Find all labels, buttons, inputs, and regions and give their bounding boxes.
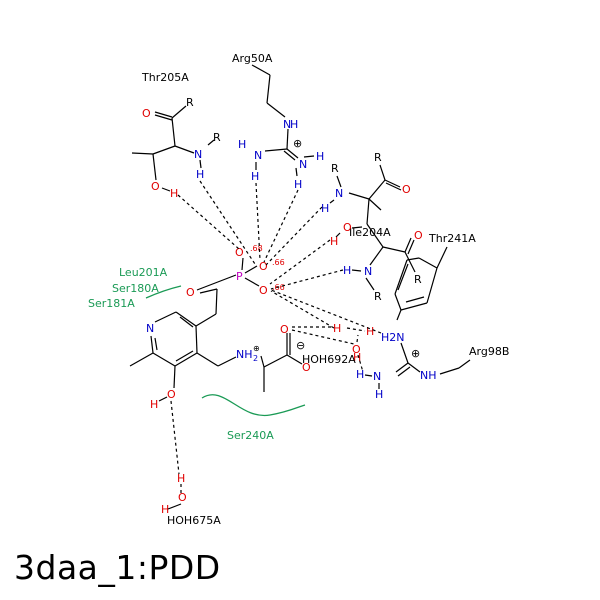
thr205-residue: Thr205A O R N R H O H: [131, 71, 221, 200]
arg50-nh2-h: H: [316, 150, 324, 163]
phosphate-o3: O: [259, 284, 268, 297]
phosphate-ester-o: O: [186, 286, 195, 299]
ligand-nh-plus: ⊕: [253, 344, 260, 353]
thr205-label: Thr205A: [141, 71, 189, 84]
arg50-residue: Arg50A N H ⊕ H N H N H H: [232, 52, 324, 191]
ile204-og-o: O: [343, 221, 352, 234]
ser181-label: Ser181A: [88, 297, 135, 310]
pyridine-n: N: [146, 322, 154, 335]
phosphate-o2-charge: .66: [272, 258, 285, 267]
hoh692-o: O: [352, 343, 361, 356]
hydrophobic-contacts: Leu201A Ser180A Ser181A Ser240A: [88, 266, 306, 442]
pyridine-oh-h: H: [150, 398, 158, 411]
water-675: H O H HOH675A: [161, 472, 221, 527]
hoh692-h3: H: [366, 325, 374, 338]
ser180-label: Ser180A: [112, 282, 159, 295]
thr205-og-h: H: [170, 187, 178, 200]
arg98-nh-n: N: [373, 370, 381, 383]
thr205-r-top: R: [186, 96, 194, 109]
phosphate-o1: O: [235, 246, 244, 259]
hydrogen-bonds: [167, 180, 382, 510]
arg50-nh2-h2: H: [294, 178, 302, 191]
ile204-og-h: H: [330, 235, 338, 248]
ile204-r-n2: R: [374, 290, 382, 303]
thr241-label: Thr241A: [428, 232, 476, 245]
ile204-label: Ile204A: [349, 226, 391, 239]
arg98-nh-h2: H: [375, 388, 383, 401]
arg50-nh2-n: N: [299, 158, 307, 171]
thr205-n: N: [194, 148, 202, 161]
thr205-nh-h: H: [196, 168, 204, 181]
arg98-h2n: H2N: [381, 331, 405, 344]
arg50-ne-n: N: [283, 118, 291, 131]
arg98-label: Arg98B: [469, 345, 509, 358]
ile204-n: N: [335, 187, 343, 200]
ile204-residue: Ile204A R O R N H O H O R N R H: [321, 151, 423, 303]
leu201-label: Leu201A: [119, 266, 168, 279]
ile204-carbonyl-o: O: [402, 183, 411, 196]
carboxyl-o2: O: [302, 361, 311, 374]
pyridine-oh-o: O: [167, 388, 176, 401]
ligand-nh: NH: [236, 348, 253, 361]
ile204-n2-h: H: [343, 264, 351, 277]
ile204-nh-h: H: [321, 202, 329, 215]
hoh675-o: O: [178, 491, 187, 504]
hoh675-label: HOH675A: [167, 514, 221, 527]
water-692: H O H H HOH692A: [302, 322, 374, 366]
phosphorus-atom: P: [236, 270, 243, 283]
ile204-r-c: R: [414, 273, 422, 286]
ligand-alanine: NH ⊕ 2 O O ⊖: [236, 323, 311, 392]
carboxyl-minus: ⊖: [296, 339, 305, 352]
thr205-og-o: O: [151, 180, 160, 193]
arg50-plus: ⊕: [293, 137, 302, 150]
ligand-nh-2: 2: [253, 354, 258, 363]
arg50-ne-h: H: [290, 118, 298, 131]
hoh692-h: H: [333, 322, 341, 335]
arg50-nh1-n: N: [254, 149, 262, 162]
hoh675-h2: H: [161, 503, 169, 516]
ser240-arc: [201, 394, 306, 417]
arg98-residue: Arg98B H2N ⊕ NH N H H: [356, 331, 509, 401]
carboxyl-o1: O: [280, 323, 289, 336]
ligand-pyridine: N O H O: [129, 286, 237, 411]
arg50-nh1-h2: H: [251, 170, 259, 183]
hoh692-h2: H: [353, 351, 361, 364]
hoh675-h1: H: [177, 472, 185, 485]
phosphate-o1-charge: .68: [250, 244, 263, 253]
ile204-r-top: R: [374, 151, 382, 164]
arg50-nh1-h: H: [238, 138, 246, 151]
hoh692-label: HOH692A: [302, 353, 356, 366]
ile204-c-o: O: [414, 229, 423, 242]
page-title: 3daa_1:PDD: [14, 548, 221, 587]
arg98-plus: ⊕: [411, 347, 420, 360]
thr205-carbonyl-o: O: [142, 107, 151, 120]
arg98-nh-h1: H: [356, 368, 364, 381]
thr241-residue: Thr241A: [394, 232, 476, 321]
ile204-n2: N: [364, 265, 372, 278]
phosphate-o2: O: [259, 260, 268, 273]
arg98-ne-nh: NH: [420, 369, 437, 382]
ser240-label: Ser240A: [227, 429, 274, 442]
ile204-r-n: R: [331, 162, 339, 175]
arg50-label: Arg50A: [232, 52, 273, 65]
thr205-r-n: R: [213, 131, 221, 144]
leu201-arc: [145, 285, 182, 299]
